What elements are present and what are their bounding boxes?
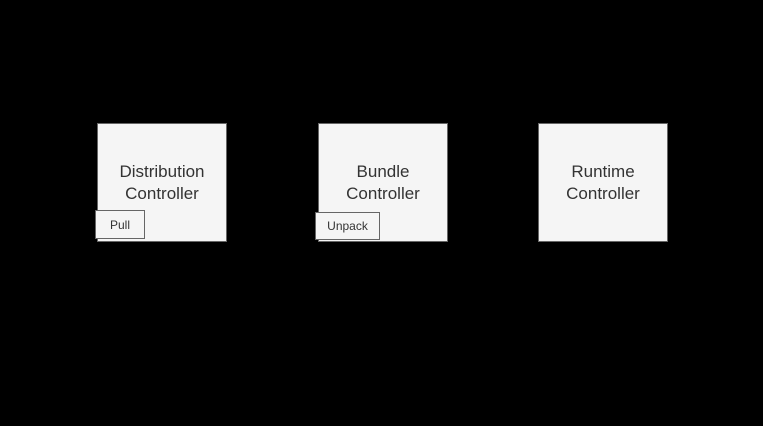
- node-runtime-controller: Runtime Controller: [538, 123, 668, 242]
- tab-label: Unpack: [327, 219, 368, 233]
- node-label: Bundle Controller: [346, 161, 420, 203]
- tab-pull: Pull: [95, 210, 145, 239]
- tab-unpack: Unpack: [315, 212, 380, 240]
- node-label: Runtime Controller: [566, 161, 640, 203]
- tab-label: Pull: [109, 217, 130, 232]
- node-label: Distribution Controller: [119, 161, 205, 203]
